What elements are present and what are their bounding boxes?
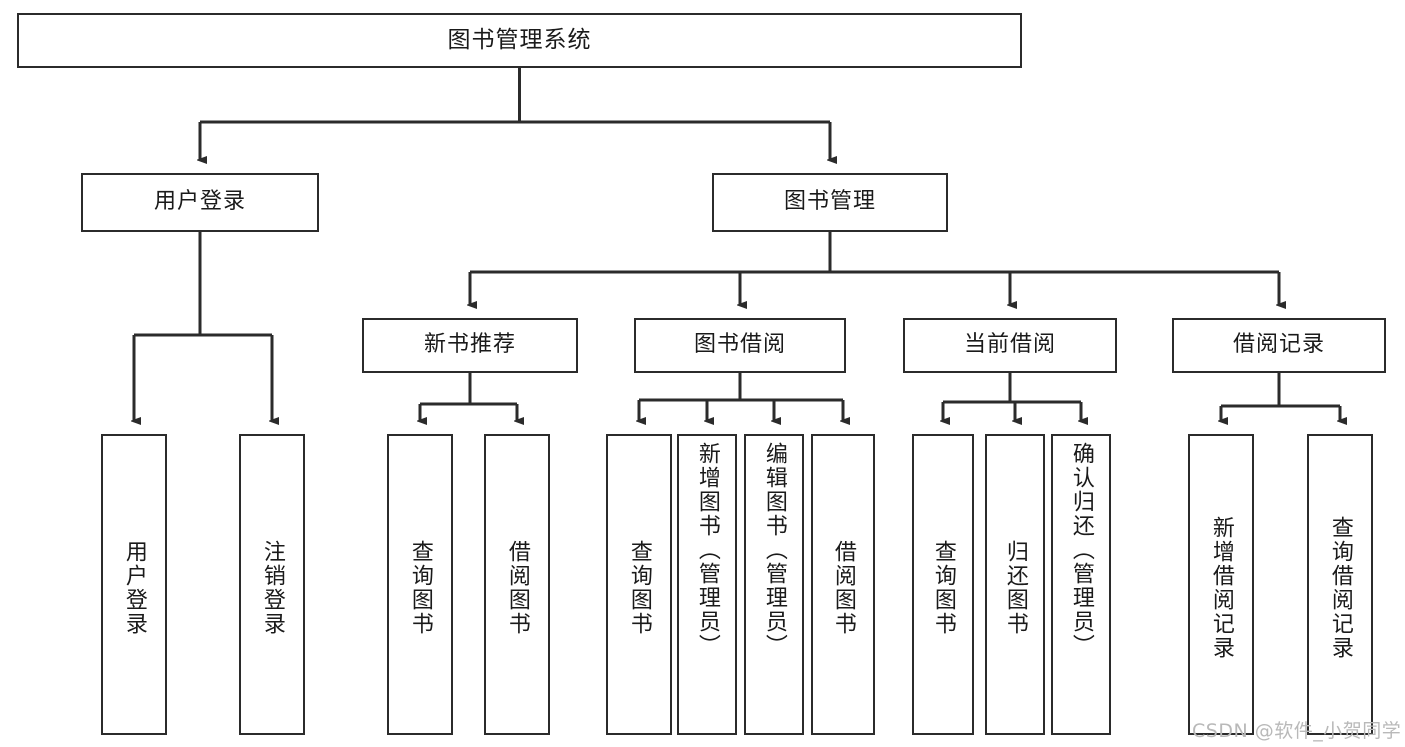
node-label: 借阅记录 <box>1232 332 1325 358</box>
node-label: 归还图书 <box>1002 539 1028 636</box>
node-label: 用户登录 <box>121 539 147 636</box>
node-leaf-query-book-2[interactable]: 查询图书 <box>606 434 672 735</box>
node-book-borrow[interactable]: 图书借阅 <box>634 318 846 373</box>
edge-bus <box>639 373 843 402</box>
node-label: 查询图书 <box>407 539 433 636</box>
node-label: 查询图书 <box>930 539 956 636</box>
node-leaf-add-record[interactable]: 新增借阅记录 <box>1188 434 1254 735</box>
node-label: 编辑图书（管理员） <box>761 442 787 658</box>
node-label: 图书借阅 <box>693 332 786 358</box>
node-leaf-user-login[interactable]: 用户登录 <box>101 434 167 735</box>
node-label: 借阅图书 <box>504 539 530 636</box>
edge-bus <box>943 373 1081 404</box>
node-leaf-query-record[interactable]: 查询借阅记录 <box>1307 434 1373 735</box>
node-root-system[interactable]: 图书管理系统 <box>17 13 1022 68</box>
node-leaf-edit-book[interactable]: 编辑图书（管理员） <box>744 434 804 735</box>
node-leaf-add-book[interactable]: 新增图书（管理员） <box>677 434 737 735</box>
node-label: 注销登录 <box>259 539 285 636</box>
edge-bus <box>420 373 517 406</box>
watermark-text: CSDN @软件_小贺同学 <box>1192 720 1402 742</box>
edge-bus <box>470 232 1279 274</box>
node-label: 查询图书 <box>626 539 652 636</box>
node-label: 借阅图书 <box>830 539 856 636</box>
node-leaf-return-book[interactable]: 归还图书 <box>985 434 1045 735</box>
node-leaf-query-book-1[interactable]: 查询图书 <box>387 434 453 735</box>
node-label: 当前借阅 <box>963 332 1056 358</box>
node-label: 用户登录 <box>153 189 246 215</box>
node-current-borrow[interactable]: 当前借阅 <box>903 318 1117 373</box>
node-leaf-borrow-book-1[interactable]: 借阅图书 <box>484 434 550 735</box>
node-user-login[interactable]: 用户登录 <box>81 173 319 232</box>
edge-bus <box>134 232 272 337</box>
node-label: 新增图书（管理员） <box>694 442 720 658</box>
node-label: 新增借阅记录 <box>1208 515 1234 660</box>
node-leaf-borrow-book-2[interactable]: 借阅图书 <box>811 434 875 735</box>
node-leaf-logout[interactable]: 注销登录 <box>239 434 305 735</box>
node-label: 查询借阅记录 <box>1327 515 1353 660</box>
node-borrow-record[interactable]: 借阅记录 <box>1172 318 1386 373</box>
edge-bus <box>200 68 830 124</box>
node-new-book-recommend[interactable]: 新书推荐 <box>362 318 578 373</box>
node-label: 新书推荐 <box>423 332 516 358</box>
node-book-manage[interactable]: 图书管理 <box>712 173 948 232</box>
edge-bus <box>1221 373 1340 408</box>
node-label: 图书管理系统 <box>447 26 592 53</box>
node-leaf-query-book-3[interactable]: 查询图书 <box>912 434 974 735</box>
node-label: 图书管理 <box>783 189 876 215</box>
node-label: 确认归还（管理员） <box>1068 442 1094 658</box>
node-leaf-confirm-return[interactable]: 确认归还（管理员） <box>1051 434 1111 735</box>
